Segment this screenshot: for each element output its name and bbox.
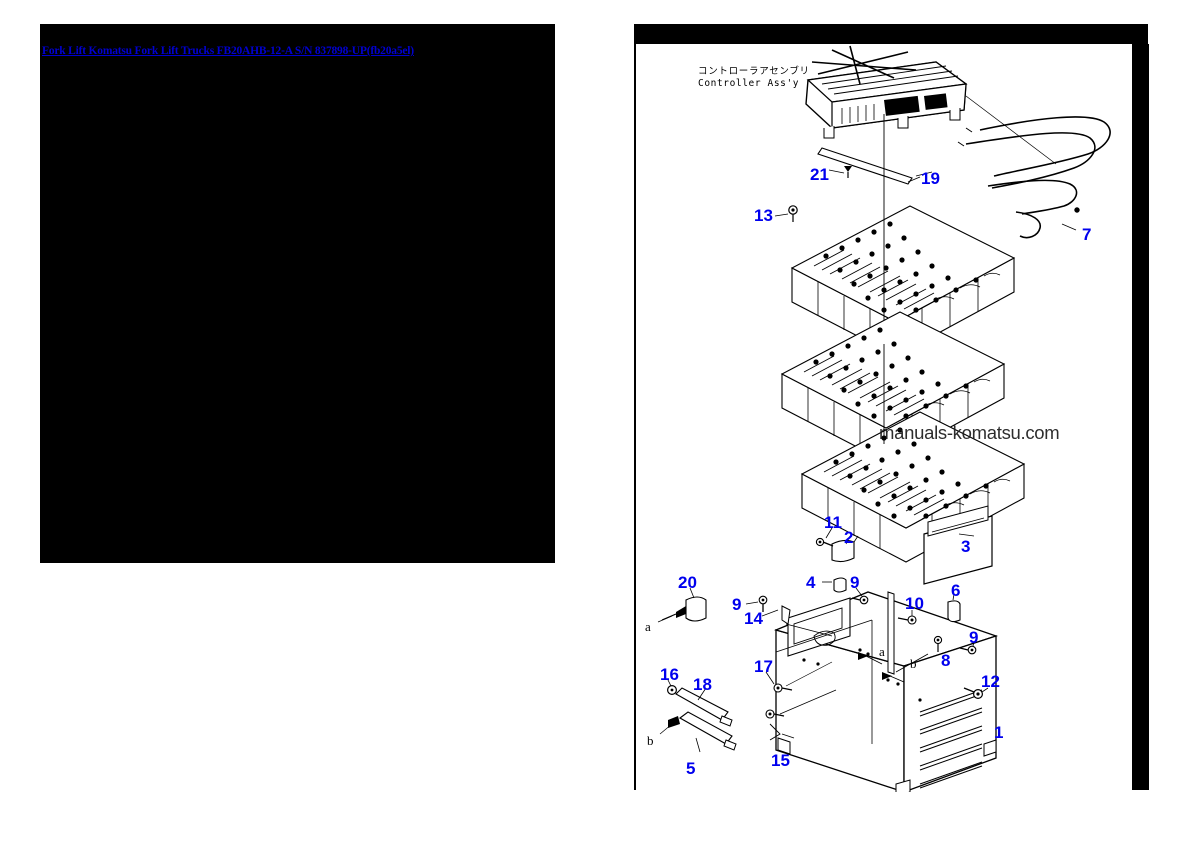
diagram-top-border: [634, 24, 1148, 44]
diagram-canvas: コントローラアセンブリ Controller Ass'y manuals-kom…: [636, 44, 1132, 792]
callout-number-15: 15: [771, 751, 790, 770]
callout-number-4: 4: [806, 573, 816, 592]
callout-number-10: 10: [905, 594, 924, 613]
callout-number-14: 14: [744, 609, 763, 628]
part-4-clip: [833, 577, 847, 593]
sublabel-a: a: [645, 619, 651, 634]
callout-number-9: 9: [732, 595, 742, 614]
parts-diagram-pane: コントローラアセンブリ Controller Ass'y manuals-kom…: [628, 24, 1149, 794]
part-6-bracket: [947, 600, 961, 623]
callout-number-18: 18: [693, 675, 712, 694]
callout-number-9: 9: [850, 573, 860, 592]
document-pane: Fork Lift Komatsu Fork Lift Trucks FB20A…: [40, 24, 555, 563]
sublabel-a: a: [879, 644, 885, 659]
callout-number-7: 7: [1082, 225, 1092, 244]
site-watermark: manuals-komatsu.com: [879, 422, 1060, 443]
callout-number-9: 9: [969, 628, 979, 647]
part-16-eyelet: [667, 684, 678, 695]
callout-number-5: 5: [686, 759, 696, 778]
part-11-bolt: [815, 537, 834, 547]
callout-number-8: 8: [941, 651, 951, 670]
part-21-bolt: [844, 166, 852, 178]
callout-number-13: 13: [754, 206, 773, 225]
battery-case-drawing: [774, 505, 999, 792]
callout-number-16: 16: [660, 665, 679, 684]
part-7-harness: [965, 116, 1111, 239]
exploded-parts-drawing: [657, 45, 1111, 792]
part-12-bolt: [963, 687, 984, 700]
part-13-bolt: [788, 205, 798, 222]
part-19-bar: [817, 147, 921, 185]
part-14-pin: [781, 605, 833, 637]
part-9-bolt-c: [959, 645, 977, 655]
callout-number-19: 19: [921, 169, 940, 188]
part-9-bolt-a: [758, 595, 768, 612]
callout-number-3: 3: [961, 537, 971, 556]
diagram-right-border: [1132, 44, 1149, 790]
diagram-left-border: [634, 44, 636, 790]
controller-caption-japanese: コントローラアセンブリ: [698, 66, 810, 77]
part-8-bolt: [933, 635, 943, 652]
part-17-bolt-b: [765, 709, 785, 719]
part-2-bracket: [831, 535, 859, 563]
callout-number-17: 17: [754, 657, 773, 676]
callout-number-1: 1: [994, 723, 1004, 742]
controller-assembly-drawing: [805, 45, 968, 139]
callout-number-11: 11: [824, 513, 842, 532]
sublabel-b: b: [910, 656, 917, 671]
callout-number-12: 12: [981, 672, 1000, 691]
part-18-cable: [675, 687, 733, 727]
callout-number-20: 20: [678, 573, 697, 592]
callout-number-2: 2: [844, 528, 854, 547]
sublabel-b: b: [647, 733, 654, 748]
embedded-content-frame: Fork Lift Komatsu Fork Lift Trucks FB20A…: [40, 24, 555, 563]
part-17-bolt-a: [773, 683, 793, 693]
callout-number-6: 6: [951, 581, 961, 600]
part-9-bolt-b: [851, 595, 869, 605]
callout-number-21: 21: [810, 165, 829, 184]
controller-caption-english: Controller Ass'y: [698, 78, 800, 89]
document-title-link[interactable]: Fork Lift Komatsu Fork Lift Trucks FB20A…: [42, 45, 414, 57]
